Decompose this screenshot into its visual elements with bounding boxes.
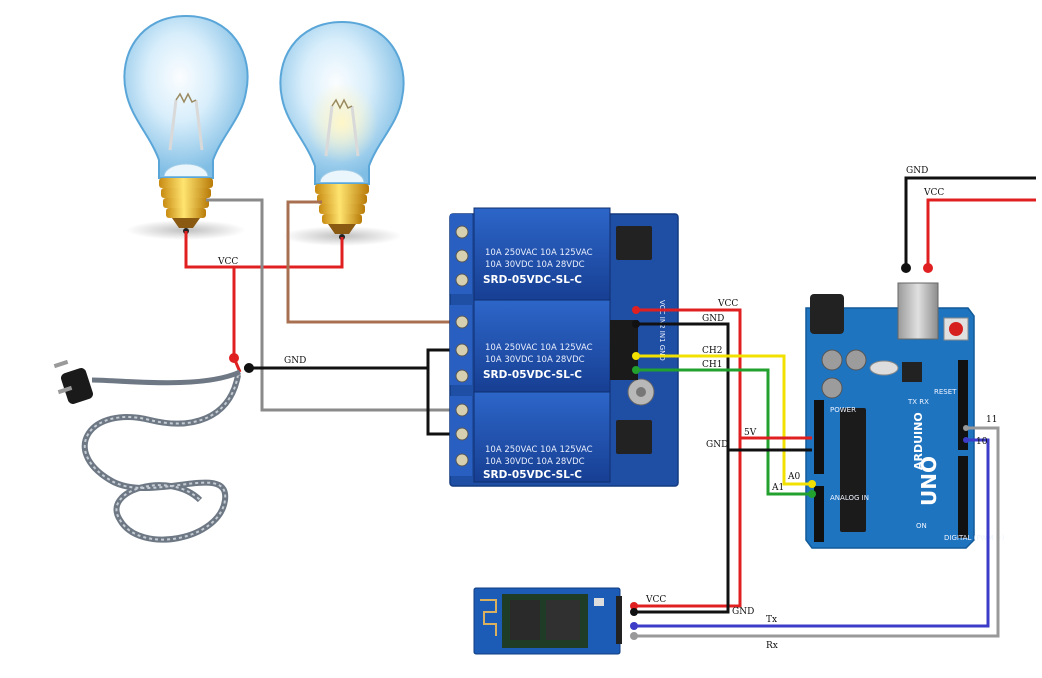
label-vcc-bulbs: VCC [217, 257, 238, 267]
label-a1: A1 [771, 483, 784, 493]
label-bt-gnd: GND [732, 607, 754, 617]
arduino-uno: ARDUINO UNO POWER ANALOG IN RESET TX RX … [805, 282, 1005, 549]
wire-labels: VCC GND VCC GND CH2 CH1 GND 5V A0 A1 11 … [217, 166, 997, 651]
svg-text:ON: ON [916, 522, 927, 530]
svg-text:UNO: UNO [917, 456, 941, 506]
wire-power-gnd [904, 176, 1036, 268]
label-relay-vcc: VCC [717, 299, 738, 309]
svg-text:10A 30VDC 10A 28VDC: 10A 30VDC 10A 28VDC [485, 260, 585, 270]
wire-tx [634, 438, 990, 628]
mains-wiring [184, 198, 460, 436]
svg-text:ANALOG IN: ANALOG IN [830, 494, 869, 502]
wire-rx [634, 426, 1000, 638]
svg-text:10A 250VAC 10A 125VAC: 10A 250VAC 10A 125VAC [485, 248, 593, 258]
bulb-left [123, 14, 249, 240]
svg-text:10A 250VAC 10A 125VAC: 10A 250VAC 10A 125VAC [485, 445, 593, 455]
wire-vcc-bulbs [184, 231, 344, 269]
terminal-blocks [450, 214, 472, 476]
label-bt-tx: Tx [766, 615, 777, 625]
label-relay-gnd: GND [702, 314, 724, 324]
svg-text:RESET: RESET [934, 388, 957, 396]
relay-1: 10A 250VAC 10A 125VAC 10A 30VDC 10A 28VD… [473, 207, 611, 301]
wire-relay-gnd [634, 322, 730, 614]
label-a0: A0 [787, 472, 800, 482]
bluetooth-module [473, 587, 622, 655]
label-relay-ch2: CH2 [702, 346, 722, 356]
label-arduino-5v: 5V [744, 428, 757, 438]
svg-text:SRD-05VDC-SL-C: SRD-05VDC-SL-C [483, 469, 582, 481]
label-power-gnd: GND [906, 166, 928, 176]
svg-text:SRD-05VDC-SL-C: SRD-05VDC-SL-C [483, 274, 582, 286]
svg-text:10A 30VDC 10A 28VDC: 10A 30VDC 10A 28VDC [485, 457, 585, 467]
svg-text:ARDUINO: ARDUINO [912, 412, 925, 470]
wire-ch1 [636, 368, 812, 496]
wire-ch2 [636, 354, 812, 486]
label-pin11: 11 [986, 415, 997, 425]
label-relay-ch1: CH1 [702, 360, 722, 370]
svg-text:10A 250VAC 10A 125VAC: 10A 250VAC 10A 125VAC [485, 343, 593, 353]
label-bt-rx: Rx [766, 641, 778, 651]
svg-text:VCC IN2 IN1 GND: VCC IN2 IN1 GND [658, 300, 666, 361]
wire-power-vcc [926, 198, 1036, 268]
svg-text:SRD-05VDC-SL-C: SRD-05VDC-SL-C [483, 369, 582, 381]
wire-relay-vcc [634, 308, 742, 608]
label-gnd-relay: GND [284, 356, 306, 366]
relay-2: 10A 250VAC 10A 125VAC 10A 30VDC 10A 28VD… [473, 299, 611, 393]
wire-live [286, 200, 460, 324]
signal-wiring [630, 176, 1036, 640]
wire-neutral [206, 198, 455, 412]
label-pin10: 10 [976, 437, 988, 447]
power-plug [53, 359, 242, 543]
relay-module: 10A 250VAC 10A 125VAC 10A 30VDC 10A 28VD… [449, 207, 679, 487]
svg-text:DIGITAL (PWM ~): DIGITAL (PWM ~) [944, 534, 1005, 542]
svg-text:POWER: POWER [830, 406, 856, 414]
svg-text:TX RX: TX RX [907, 398, 929, 406]
relay-3: 10A 250VAC 10A 125VAC 10A 30VDC 10A 28VD… [473, 391, 611, 483]
label-arduino-gnd: GND [706, 440, 728, 450]
label-power-vcc: VCC [923, 188, 944, 198]
bulb-right [279, 20, 405, 246]
label-bt-vcc: VCC [645, 595, 666, 605]
svg-text:10A 30VDC 10A 28VDC: 10A 30VDC 10A 28VDC [485, 355, 585, 365]
